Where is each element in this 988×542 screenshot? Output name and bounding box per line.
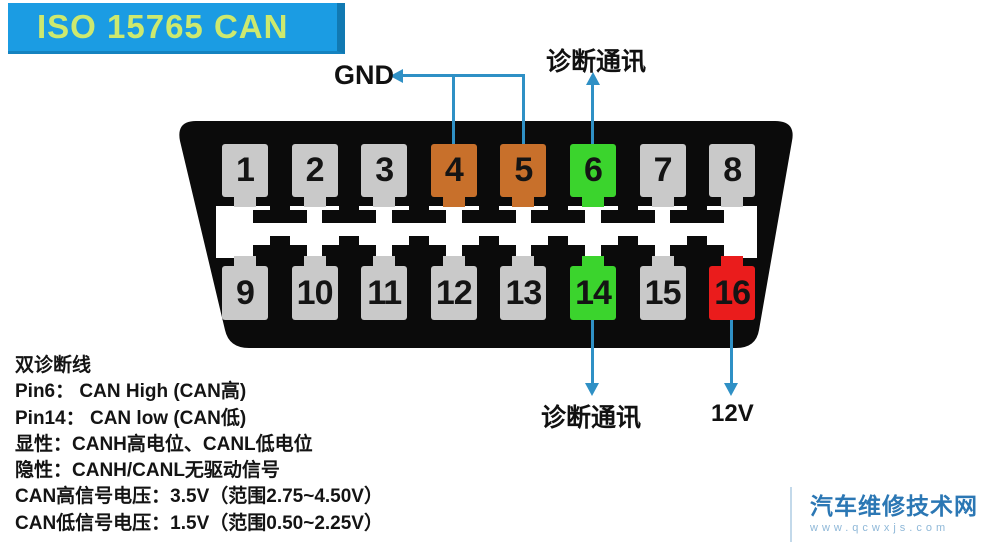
title-badge: ISO 15765 CAN	[8, 3, 345, 54]
note-line: CAN低信号电压：1.5V（范围0.50~2.25V）	[15, 512, 383, 534]
arrow-down-icon	[585, 383, 599, 396]
note-line: 双诊断线	[15, 355, 92, 376]
note-line: 隐性：CANH/CANL无驱动信号	[15, 460, 280, 482]
note-line: CAN高信号电压：3.5V（范围2.75~4.50V）	[15, 486, 383, 508]
pin-12: 12	[430, 256, 477, 320]
slot-separator	[531, 210, 586, 223]
watermark-divider	[790, 487, 792, 542]
pin14-leader-line	[591, 320, 594, 384]
slot-separator	[322, 210, 377, 223]
pin6-leader-line	[591, 83, 594, 144]
gnd-label: GND	[334, 60, 394, 90]
pin-10: 10	[291, 256, 338, 320]
slot-separator	[600, 210, 655, 223]
slot-separator	[322, 245, 377, 258]
note-line: 显性：CANH高电位、CANL低电位	[15, 433, 313, 455]
diag-comm-bottom-label: 诊断通讯	[541, 404, 642, 432]
arrow-down-icon	[724, 383, 738, 396]
pin-2: 2	[291, 144, 338, 207]
pin-14: 14	[570, 256, 616, 320]
slot-separator	[392, 245, 446, 258]
pin-3: 3	[361, 144, 408, 207]
notes-block: 双诊断线 Pin6： CAN High (CAN高) Pin14： CAN low …	[15, 353, 383, 537]
page-title: ISO 15765 CAN	[37, 8, 289, 45]
arrow-left-icon	[390, 69, 403, 83]
pin-13: 13	[500, 256, 547, 320]
pin-11: 11	[361, 256, 408, 320]
pin5-leader-line	[522, 74, 525, 144]
slot-separator	[252, 245, 307, 258]
slot-separator	[461, 210, 516, 223]
pin-8: 8	[709, 144, 756, 207]
arrow-up-icon	[586, 72, 600, 85]
pin-6: 6	[570, 144, 616, 207]
slot-separator	[252, 210, 307, 223]
watermark-site-name: 汽车维修技术网	[810, 493, 978, 519]
slot-separator	[670, 245, 725, 258]
pin-15: 15	[639, 256, 686, 320]
slot-separator	[531, 245, 586, 258]
pin-5: 5	[500, 144, 547, 207]
12v-label: 12V	[711, 400, 754, 427]
slot-separator	[392, 210, 446, 223]
note-line: Pin6： CAN High (CAN高)	[15, 381, 247, 403]
slot-separator	[461, 245, 516, 258]
pin-4: 4	[430, 144, 477, 207]
diag-comm-top-label: 诊断通讯	[546, 48, 647, 76]
gnd-leader-line	[401, 74, 525, 77]
pin-1: 1	[222, 144, 268, 207]
pin-16: 16	[709, 256, 756, 320]
watermark-url: www.qcwxjs.com	[810, 522, 950, 534]
watermark: 汽车维修技术网 www.qcwxjs.com	[810, 487, 978, 534]
slot-separator	[600, 245, 655, 258]
pin4-leader-line	[452, 74, 455, 144]
slot-separator	[670, 210, 725, 223]
pin-9: 9	[222, 256, 268, 320]
pin16-leader-line	[730, 320, 733, 384]
pin-7: 7	[639, 144, 686, 207]
note-line: Pin14： CAN low (CAN低)	[15, 407, 247, 429]
